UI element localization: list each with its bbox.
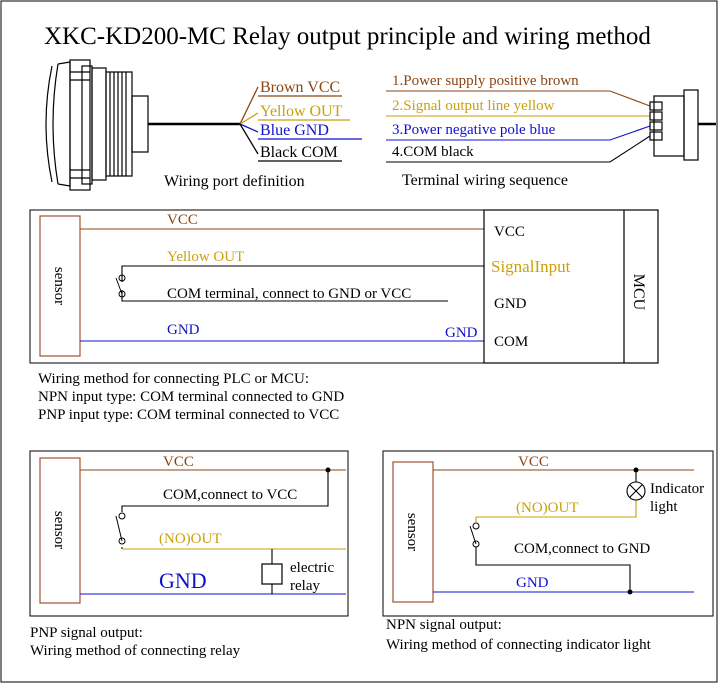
- npn-caption-2: Wiring method of connecting indicator li…: [386, 637, 652, 653]
- npn-sensor-box: [392, 461, 434, 603]
- mcu-pin-gnd: GND: [494, 296, 527, 312]
- terminal-caption: Terminal wiring sequence: [402, 172, 568, 189]
- mcu-wires: [80, 228, 484, 342]
- mcu-note-3: PNP input type: COM terminal connected t…: [38, 407, 339, 423]
- terminal-wires: [386, 90, 651, 163]
- terminal-line-1: 1.Power supply positive brown: [392, 73, 579, 89]
- terminal-connector-icon: [649, 89, 716, 161]
- npn-sensor-label: sensor: [404, 513, 420, 551]
- npn-gnd-label: GND: [516, 575, 549, 591]
- npn-vcc-junction: [633, 467, 639, 473]
- pnp-diagram-frame: [29, 450, 349, 617]
- mcu-label: MCU: [630, 274, 647, 311]
- pnp-sensor-box: [39, 457, 81, 604]
- mcu-sensor-box: [39, 215, 81, 357]
- indicator-light-icon: [626, 481, 646, 501]
- indicator-label-2: light: [650, 499, 678, 515]
- terminal-line-4: 4.COM black: [392, 144, 474, 160]
- mcu-vcc-label: VCC: [167, 212, 198, 228]
- wire-label-yellow: Yellow OUT: [260, 103, 343, 120]
- pnp-wires: [80, 469, 346, 595]
- mcu-note-2: NPN input type: COM terminal connected t…: [38, 389, 344, 405]
- mcu-gnd-left-label: GND: [167, 322, 200, 338]
- mcu-pin-vcc: VCC: [494, 224, 525, 240]
- npn-wires: [433, 469, 694, 593]
- sensor-body-illustration: [45, 59, 240, 191]
- npn-switch-icon: [469, 522, 480, 548]
- pnp-switch-icon: [115, 512, 126, 545]
- pnp-caption-2: Wiring method of connecting relay: [30, 643, 241, 659]
- mcu-switch-icon: [115, 274, 126, 298]
- mcu-box: [483, 209, 659, 364]
- mcu-gnd-right-label: GND: [445, 325, 478, 341]
- mcu-sensor-label: sensor: [51, 267, 67, 305]
- pnp-sensor-label: sensor: [51, 511, 67, 549]
- wire-label-black: Black COM: [260, 144, 338, 161]
- npn-com-note: COM,connect to GND: [514, 541, 650, 557]
- npn-vcc-label: VCC: [518, 454, 549, 470]
- page-title: XKC-KD200-MC Relay output principle and …: [44, 23, 651, 50]
- mcu-pin-com: COM: [494, 334, 528, 350]
- pnp-vcc-label: VCC: [163, 454, 194, 470]
- pnp-junction-dot: [325, 467, 331, 473]
- mcu-pin-signal-input: SignalInput: [491, 257, 571, 276]
- relay-label-1: electric: [290, 560, 334, 576]
- wire-label-brown: Brown VCC: [260, 79, 340, 96]
- wiring-port-caption: Wiring port definition: [164, 173, 305, 190]
- pnp-no-out-label: (NO)OUT: [159, 531, 221, 547]
- relay-icon: [261, 563, 283, 585]
- terminal-line-2: 2.Signal output line yellow: [392, 98, 555, 114]
- relay-label-2: relay: [290, 578, 320, 594]
- pnp-caption-1: PNP signal output:: [30, 625, 143, 641]
- pnp-gnd-label: GND: [159, 568, 207, 593]
- npn-caption-1: NPN signal output:: [386, 617, 502, 633]
- indicator-label-1: Indicator: [650, 481, 704, 497]
- wire-fan: [239, 86, 362, 162]
- npn-no-out-label: (NO)OUT: [516, 500, 578, 516]
- npn-diagram-frame: [382, 450, 714, 617]
- mcu-note-1: Wiring method for connecting PLC or MCU:: [38, 371, 309, 387]
- mcu-com-note: COM terminal, connect to GND or VCC: [167, 286, 411, 302]
- pnp-com-note: COM,connect to VCC: [163, 487, 297, 503]
- npn-gnd-junction: [627, 589, 633, 595]
- mcu-yellow-out-label: Yellow OUT: [167, 249, 244, 265]
- wire-label-blue: Blue GND: [260, 122, 329, 139]
- terminal-line-3: 3.Power negative pole blue: [392, 122, 556, 138]
